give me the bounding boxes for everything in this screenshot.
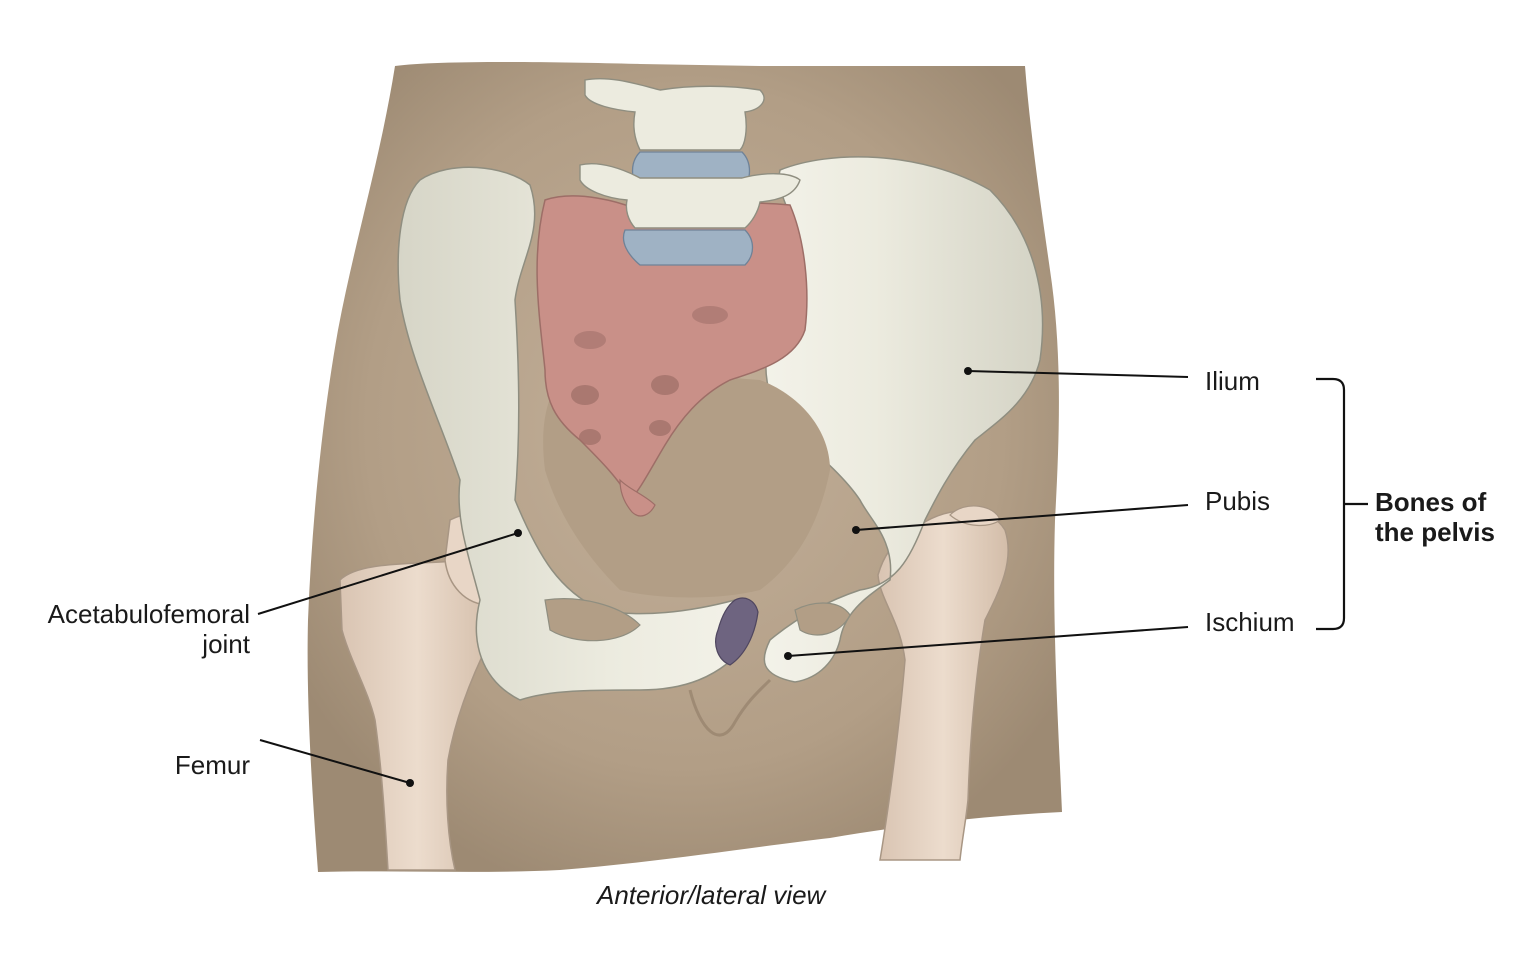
sacral-foramen [571, 385, 599, 405]
left-obturator-foramen [544, 598, 641, 642]
sacral-foramen [579, 429, 601, 445]
lumbar-vertebra-lower [579, 163, 801, 229]
acetabulofemoral-leader [257, 529, 522, 615]
pubis-leader [852, 504, 1189, 534]
left-hip-bone [397, 166, 751, 701]
acetabulofemoral-label-line1: Acetabulofemoral [47, 599, 250, 629]
sacral-foramen [649, 420, 671, 436]
pubis-label: Pubis [1205, 486, 1271, 516]
lumbar-vertebra-upper [584, 77, 765, 151]
pubic-symphysis [715, 597, 759, 666]
pelvis-group-label-line2: the pelvis [1375, 517, 1495, 547]
sacral-foramen [692, 306, 728, 324]
intervertebral-disc-lower [622, 229, 754, 266]
view-caption: Anterior/lateral view [597, 880, 826, 910]
right-obturator-foramen [794, 602, 851, 636]
right-femur [877, 509, 1009, 861]
acetabulofemoral-label-line2: joint [202, 629, 250, 659]
ischium-label: Ischium [1205, 607, 1295, 637]
pelvis-group-label-line1: Bones of [1375, 487, 1487, 517]
femur-leader [259, 739, 414, 787]
femur-label: Femur [174, 750, 250, 780]
groin-shadow [688, 678, 772, 737]
pelvis-group-bracket [1316, 377, 1368, 631]
coccyx [619, 478, 656, 517]
sacral-foramen [651, 375, 679, 395]
right-hip-bone [763, 156, 1044, 683]
sacral-foramen [574, 331, 606, 349]
ilium-leader [964, 367, 1189, 378]
ilium-label: Ilium [1205, 366, 1260, 396]
ischium-leader [784, 626, 1189, 660]
